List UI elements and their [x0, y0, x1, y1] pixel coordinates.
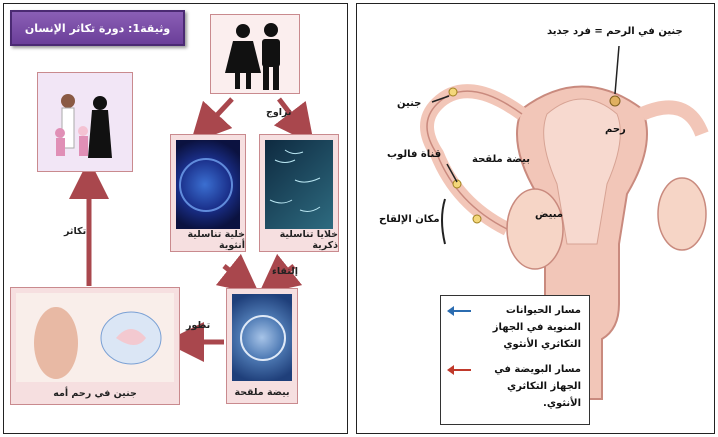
right-ovary — [658, 178, 706, 250]
embryo-label: جنين — [397, 98, 421, 109]
fallopian-tube-label: قناة فالوب — [387, 149, 441, 160]
zygote-image — [232, 294, 292, 381]
family-card — [37, 72, 133, 172]
arrow-to-female — [204, 99, 232, 129]
reproduction-cycle-panel: وثيقة1: دورة تكاثر الإنسان تزاوج خل — [3, 3, 348, 434]
left-ovary — [507, 189, 563, 269]
female-cell-card: خلية تناسلية أنثوية — [170, 134, 246, 252]
uterus-label: رحم — [605, 124, 626, 135]
male-cells-caption: خلايا تناسلية ذكرية — [260, 231, 338, 249]
couple-icon — [211, 15, 301, 95]
ovary-label: مبيض — [535, 209, 563, 220]
legend: مسار الحيوانات المنوية في الجهاز التكاثر… — [440, 295, 590, 425]
reproduction-label: تكاثر — [64, 226, 86, 237]
family-image — [38, 73, 134, 173]
mating-label: تزاوج — [266, 107, 292, 118]
egg-cell-image — [176, 140, 240, 229]
arrow-female-meet — [224, 266, 244, 282]
fertilized-egg-caption: بيضة ملقحة — [227, 383, 297, 401]
blue-arrow-icon — [449, 310, 471, 312]
right-fallopian-tube — [642, 107, 702, 134]
sperm-cells-image — [265, 140, 333, 229]
red-arrow-icon — [449, 369, 471, 371]
pregnant-mother-image — [16, 293, 174, 382]
fertilization-site-label: مكان الإلقاح — [379, 214, 440, 225]
female-cell-caption: خلية تناسلية أنثوية — [171, 231, 245, 249]
development-label: تطور — [186, 320, 210, 331]
meeting-label: إلتقاء — [272, 266, 298, 277]
fetus-card: جنين في رحم أمه — [10, 287, 180, 405]
couple-card — [210, 14, 300, 94]
legend-item-sperm-path: مسار الحيوانات المنوية في الجهاز التكاثر… — [449, 302, 581, 353]
fetus-in-uterus-label: جنين في الرحم = فرد جديد — [547, 26, 683, 37]
male-cells-card: خلايا تناسلية ذكرية — [259, 134, 339, 252]
fertilized-egg-label: بيضة ملقحة — [472, 154, 530, 165]
legend-item-egg-path: مسار البويضة في الجهاز التكاثري الأنثوي. — [449, 361, 581, 412]
fertilized-egg-card: بيضة ملقحة — [226, 288, 298, 404]
fetus-caption: جنين في رحم أمه — [11, 384, 179, 402]
